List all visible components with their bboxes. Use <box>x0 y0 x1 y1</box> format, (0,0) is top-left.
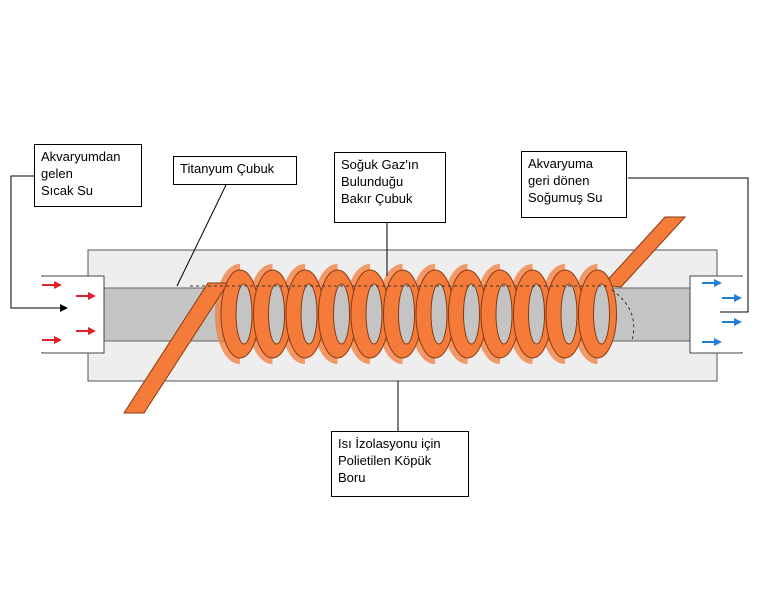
copper-label-line-3: Bakır Çubuk <box>341 191 413 206</box>
titanium-label-line-1: Titanyum Çubuk <box>180 161 275 176</box>
inlet-label-line-3: Sıcak Su <box>41 183 94 198</box>
cold-water-arrow <box>702 338 722 346</box>
coil-turn-inner <box>300 283 318 345</box>
inlet-leader <box>10 175 62 309</box>
cold-water-arrow <box>722 318 742 326</box>
copper-label-line-1: Soğuk Gaz'ın <box>341 157 419 172</box>
outlet-label: Akvaryuma geri dönen Soğumuş Su <box>521 151 627 218</box>
coil-turn-inner <box>268 283 285 345</box>
coil-turn-inner <box>430 283 448 345</box>
titanium-leader <box>176 184 227 287</box>
insulation-label-line-1: Isı İzolasyonu için <box>338 436 441 451</box>
copper-label-line-2: Bulunduğu <box>341 174 404 189</box>
coil-turn-inner <box>495 283 513 345</box>
titanium-label: Titanyum Çubuk <box>173 156 297 185</box>
inlet-label: Akvaryumdan gelen Sıcak Su <box>34 144 142 207</box>
insulation-label-line-2: Polietilen Köpük <box>338 453 432 468</box>
copper-outlet-tube <box>601 216 687 288</box>
inlet-cap <box>41 275 105 354</box>
insulation-label-line-3: Boru <box>338 470 366 485</box>
outlet-label-line-2: geri dönen <box>528 173 590 188</box>
coil-front-group <box>220 269 617 359</box>
copper-label: Soğuk Gaz'ın Bulunduğu Bakır Çubuk <box>334 152 446 223</box>
coil-turn-inner <box>593 283 610 345</box>
coil-turn-inner <box>528 283 545 345</box>
coil-turn-inner <box>463 283 480 345</box>
coil-turn-inner <box>398 283 415 345</box>
outlet-label-line-3: Soğumuş Su <box>528 190 603 205</box>
hot-water-arrow <box>76 327 96 335</box>
inlet-label-line-1: Akvaryumdan <box>41 149 121 164</box>
hot-water-arrow <box>42 281 62 289</box>
coil-turn-inner <box>235 283 253 345</box>
insulation-label: Isı İzolasyonu için Polietilen Köpük Bor… <box>331 431 469 497</box>
inlet-leader-arrowhead <box>60 304 68 312</box>
inlet-label-line-2: gelen <box>41 166 73 181</box>
outlet-leader <box>628 177 749 313</box>
hot-water-arrow <box>42 336 62 344</box>
coil-turn-inner <box>333 283 350 345</box>
cold-water-arrows <box>702 279 742 346</box>
coil-turn-inner <box>560 283 578 345</box>
outlet-cap <box>689 275 743 354</box>
coil-turn-inner <box>365 283 383 345</box>
outlet-label-line-1: Akvaryuma <box>528 156 594 171</box>
hot-water-arrows <box>42 281 96 344</box>
cold-water-arrow <box>702 279 722 287</box>
cold-water-arrow <box>722 294 742 302</box>
hot-water-arrow <box>76 292 96 300</box>
